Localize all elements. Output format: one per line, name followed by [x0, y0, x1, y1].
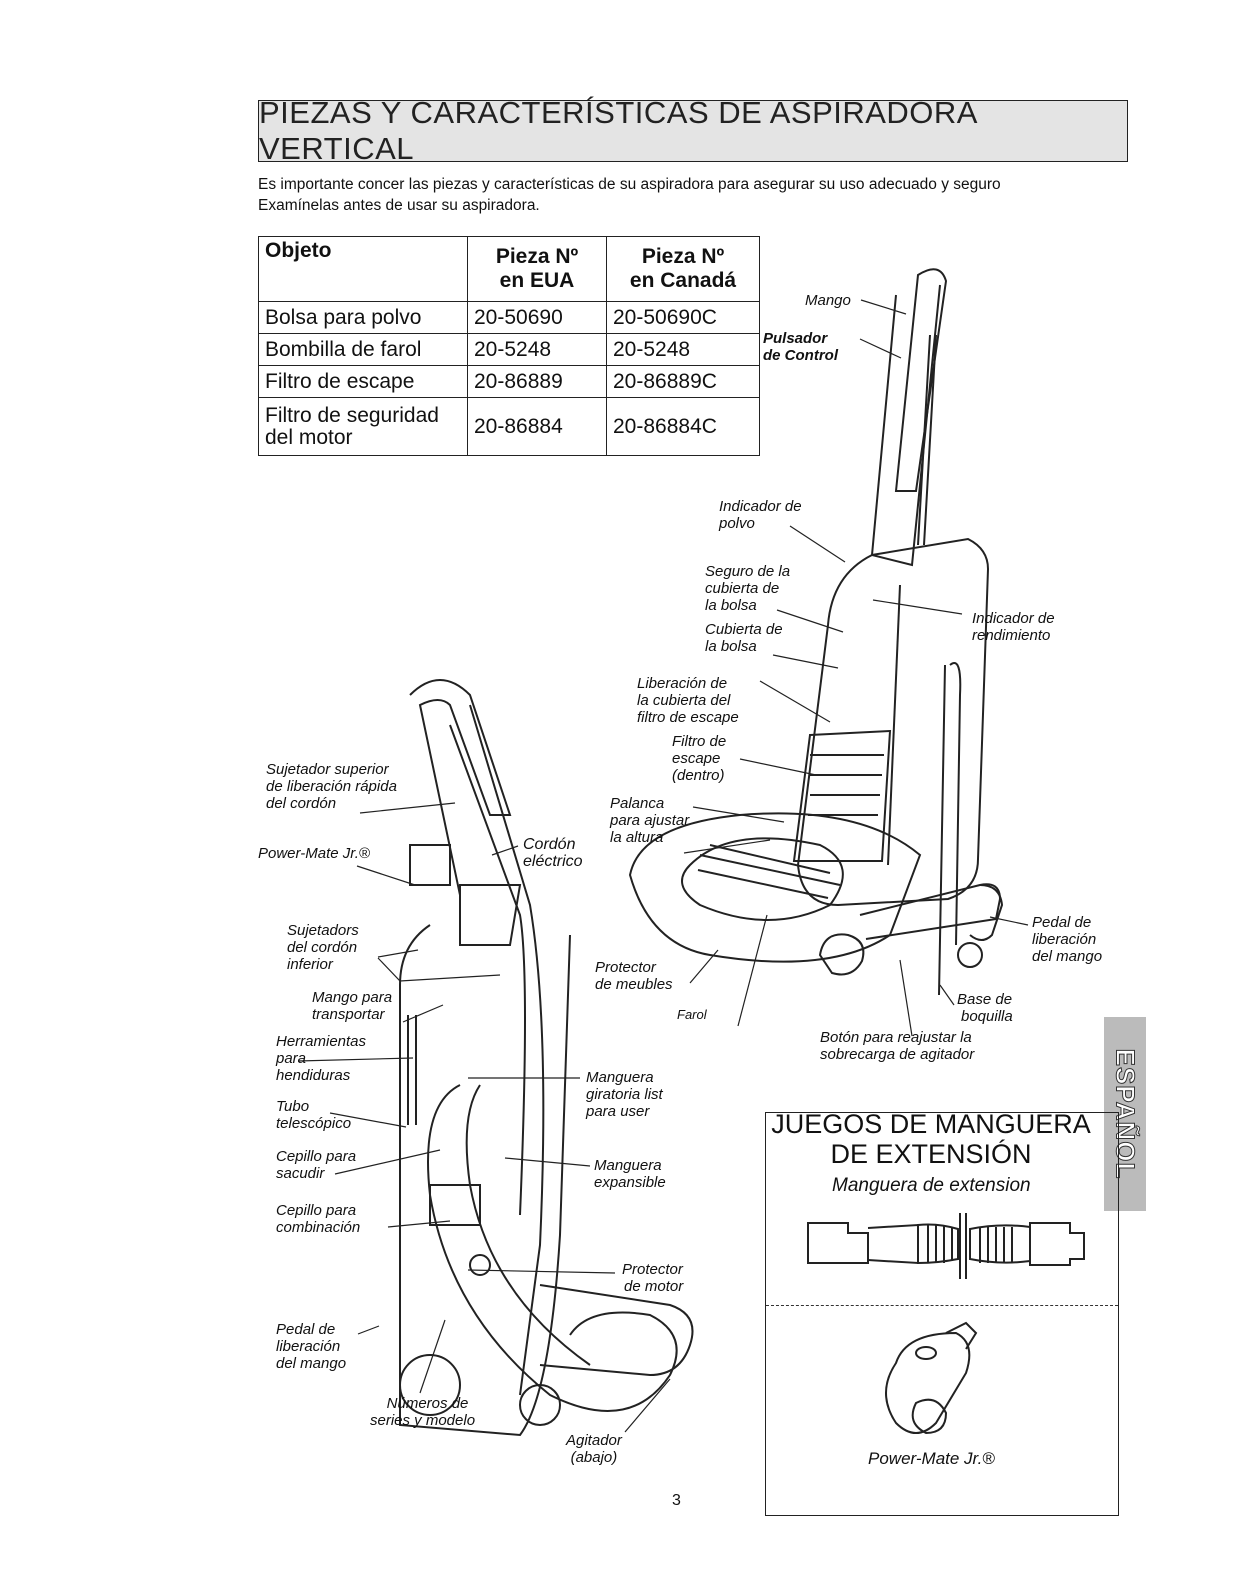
extension-box-subtitle: Manguera de extension [832, 1175, 1031, 1196]
label-mango: Mango [805, 292, 851, 309]
powermate-icon [885, 1321, 978, 1435]
dashed-divider [766, 1305, 1118, 1306]
table-row: Filtro de escape 20-86889 20-86889C [258, 365, 760, 398]
table-cell: 20-5248 [606, 333, 760, 366]
table-cell: 20-50690 [467, 301, 607, 334]
title-banner: PIEZAS Y CARACTERÍSTICAS DE ASPIRADORA V… [258, 95, 1128, 166]
label-agitador: Agitador(abajo) [566, 1432, 622, 1466]
table-cell: Filtro de escape [258, 365, 468, 398]
header-objeto: Objeto [258, 236, 468, 302]
upright-vacuum-illustration [628, 268, 1004, 996]
table-cell: 20-50690C [606, 301, 760, 334]
table-cell: 20-86889 [467, 365, 607, 398]
label-farol: Farol [677, 1007, 707, 1022]
table-cell: 20-86884 [467, 397, 607, 456]
powermate-caption: Power-Mate Jr.® [868, 1449, 995, 1468]
page-title: PIEZAS Y CARACTERÍSTICAS DE ASPIRADORA V… [259, 95, 977, 166]
table-cell: 20-86884C [606, 397, 760, 456]
extension-hose-icon [807, 1213, 1085, 1279]
language-tab: ESPAÑOL [1104, 1017, 1146, 1211]
table-row: Bolsa para polvo 20-50690 20-50690C [258, 301, 760, 334]
page-number: 3 [672, 1492, 681, 1509]
table-cell: Bombilla de farol [258, 333, 468, 366]
table-cell: Bolsa para polvo [258, 301, 468, 334]
intro-line-2: Examínelas antes de usar su aspiradora. [258, 197, 540, 214]
label-powermate: Power-Mate Jr.® [258, 845, 370, 862]
table-row: Bombilla de farol 20-5248 20-5248 [258, 333, 760, 366]
intro-line-1: Es importante concer las piezas y caract… [258, 176, 1001, 193]
